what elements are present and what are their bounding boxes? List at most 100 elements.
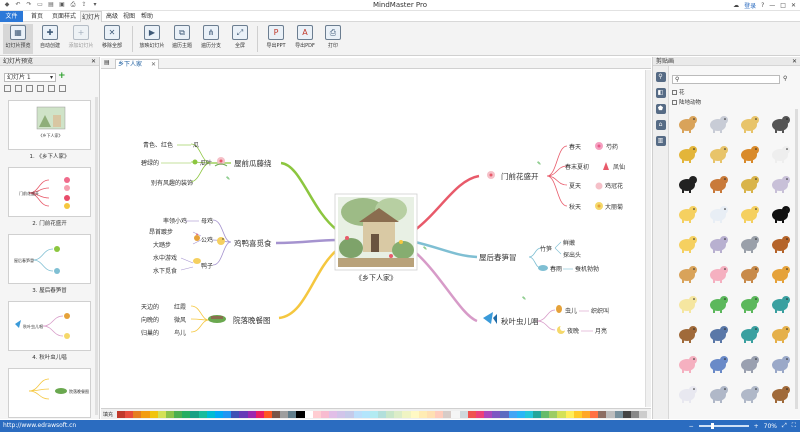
subtopic[interactable]: 春末夏初 xyxy=(565,163,589,171)
color-swatch[interactable] xyxy=(500,411,509,418)
whale-clipart[interactable] xyxy=(704,349,732,377)
leaf-topic[interactable]: 大踏步 xyxy=(153,241,171,249)
color-swatch[interactable] xyxy=(402,411,411,418)
squirrel-clipart[interactable] xyxy=(704,169,732,197)
leaf-topic[interactable]: 探出头 xyxy=(563,251,581,259)
leaf-topic[interactable]: 鲜嫩 xyxy=(563,239,575,247)
seal-clipart[interactable] xyxy=(735,349,763,377)
central-topic-text[interactable]: 《乡下人家》 xyxy=(355,273,397,282)
color-swatch[interactable] xyxy=(369,411,378,418)
tab-file[interactable]: 文件 xyxy=(0,11,23,22)
goat-clipart[interactable] xyxy=(766,109,794,137)
category-item[interactable]: 陆地动物 xyxy=(672,99,701,107)
pig-clipart[interactable] xyxy=(704,259,732,287)
branch-topic[interactable]: 门前花盛开 xyxy=(501,171,539,181)
color-swatch[interactable] xyxy=(410,411,419,418)
clipboard-icon[interactable]: ▥ xyxy=(655,136,666,146)
color-swatch[interactable] xyxy=(329,411,338,418)
search-icon[interactable]: ⚲ xyxy=(655,72,666,82)
leaf-topic[interactable]: 芍药 xyxy=(606,143,618,151)
koala-clipart[interactable] xyxy=(735,229,763,257)
leopard-clipart[interactable] xyxy=(766,319,794,347)
color-swatch[interactable] xyxy=(125,411,134,418)
tool-icon[interactable] xyxy=(15,85,22,92)
ghost-clipart[interactable] xyxy=(673,379,701,407)
color-swatch[interactable] xyxy=(508,411,517,418)
color-swatch[interactable] xyxy=(386,411,395,418)
slide-thumbnail[interactable]: 院落晚餐图 xyxy=(8,368,91,418)
sheep-clipart[interactable] xyxy=(766,139,794,167)
subtopic[interactable]: 夏天 xyxy=(569,183,581,190)
color-swatch[interactable] xyxy=(247,411,256,418)
color-swatch[interactable] xyxy=(165,411,175,418)
subtopic[interactable]: 竹笋 xyxy=(540,245,552,253)
color-swatch[interactable] xyxy=(345,411,354,418)
color-swatch[interactable] xyxy=(320,411,330,418)
traverse-topic-button[interactable]: ⧉遍历主题 xyxy=(167,24,197,54)
pentagon-icon[interactable]: ⬟ xyxy=(655,104,666,114)
frog-clipart[interactable] xyxy=(704,289,732,317)
tool-icon[interactable] xyxy=(37,85,44,92)
color-swatch[interactable] xyxy=(296,411,305,418)
color-swatch[interactable] xyxy=(263,411,272,418)
branch-topic[interactable]: 屋前瓜藤绕 xyxy=(234,158,272,168)
color-swatch[interactable] xyxy=(198,411,207,418)
leaf-topic[interactable]: 大丽菊 xyxy=(605,203,623,211)
color-swatch[interactable] xyxy=(598,411,607,418)
print-ribbon-button[interactable]: ⎙打印 xyxy=(318,24,348,54)
hippo-clipart[interactable] xyxy=(704,229,732,257)
tool-icon[interactable] xyxy=(59,85,66,92)
slide-thumbnail[interactable]: 门前花盛开 xyxy=(8,167,91,217)
color-swatch[interactable] xyxy=(231,411,240,418)
slide-thumbnail[interactable]: 《乡下人家》 xyxy=(8,100,91,150)
leaf-topic[interactable]: 碧绿的 xyxy=(141,159,159,167)
slide-thumbnail[interactable]: 屋后春笋冒 xyxy=(8,234,91,284)
open-file-icon[interactable]: ▤ xyxy=(48,1,54,8)
subtopic[interactable]: 母鸡 xyxy=(201,217,213,225)
color-swatch[interactable] xyxy=(353,411,362,418)
house-icon[interactable]: ⌂ xyxy=(655,120,666,130)
color-swatch[interactable] xyxy=(590,411,599,418)
color-swatch[interactable] xyxy=(223,411,232,418)
cat-clipart[interactable] xyxy=(704,139,732,167)
fullscreen-button[interactable]: ⤢全屏 xyxy=(225,24,255,54)
color-swatch[interactable] xyxy=(541,411,550,418)
clipart-scrollbar[interactable] xyxy=(795,109,798,409)
snail-clipart[interactable] xyxy=(766,259,794,287)
minimize-button[interactable]: — xyxy=(769,2,776,9)
help-icon[interactable]: ? xyxy=(761,2,765,9)
subtopic[interactable]: 虫儿 xyxy=(565,307,577,315)
color-swatch[interactable] xyxy=(435,411,444,418)
mindmap-canvas[interactable]: 《乡下人家》 屋前瓜藤绕 鸡鸭喜觅食 院落晚餐图 门前花盛开 屋后春笋冒 秋叶虫… xyxy=(101,70,651,407)
color-swatch[interactable] xyxy=(418,411,427,418)
subtopic[interactable]: 春雨 xyxy=(550,265,562,273)
color-swatch[interactable] xyxy=(639,411,648,418)
color-swatch[interactable] xyxy=(475,411,485,418)
horse-clipart[interactable] xyxy=(766,229,794,257)
fit-page-icon[interactable]: ⤢ xyxy=(781,422,787,429)
slide-selector[interactable]: 幻灯片 1▾ xyxy=(4,73,56,82)
color-swatch[interactable] xyxy=(630,411,639,418)
leaf-topic[interactable]: 向晚的 xyxy=(141,316,159,324)
subtopic[interactable]: 瓜叶 xyxy=(200,159,212,167)
color-swatch[interactable] xyxy=(573,411,582,418)
rabbit-clipart[interactable] xyxy=(704,109,732,137)
leaf-topic[interactable]: 昂首踱步 xyxy=(149,228,173,236)
rhino-clipart[interactable] xyxy=(673,319,701,347)
color-swatch[interactable] xyxy=(239,411,248,418)
color-swatch[interactable] xyxy=(361,411,370,418)
color-swatch[interactable] xyxy=(492,411,501,418)
more-icon[interactable]: ▾ xyxy=(93,1,97,8)
subtopic[interactable]: 夜晚 xyxy=(567,327,579,335)
chicks-clipart[interactable] xyxy=(673,229,701,257)
color-swatch[interactable] xyxy=(149,411,158,418)
color-swatch[interactable] xyxy=(157,411,166,418)
duck-clipart[interactable] xyxy=(735,199,763,227)
close-button[interactable]: ✕ xyxy=(790,2,796,9)
tab-advanced[interactable]: 高级 xyxy=(105,13,118,20)
tab-page-style[interactable]: 页面样式 xyxy=(51,13,76,20)
color-swatch[interactable] xyxy=(516,411,525,418)
branch-topic[interactable]: 秋叶虫儿唱 xyxy=(501,316,539,326)
